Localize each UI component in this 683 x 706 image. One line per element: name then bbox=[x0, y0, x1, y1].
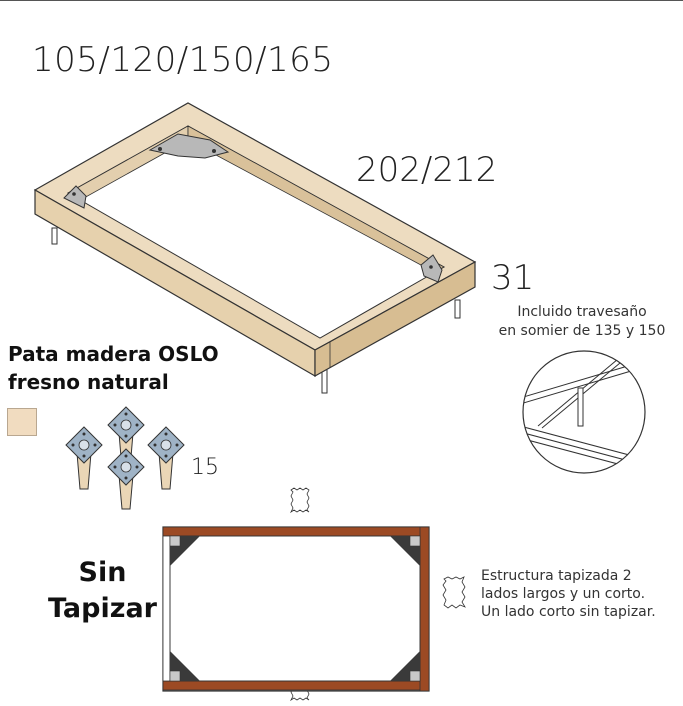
crossbar-note: Incluido travesaño en somier de 135 y 15… bbox=[480, 303, 683, 341]
crossbar-detail-circle bbox=[522, 350, 646, 474]
top-divider bbox=[0, 0, 683, 1]
bed-frame-illustration bbox=[33, 102, 477, 394]
wooden-legs-illustration bbox=[65, 406, 185, 510]
leg-icon bbox=[107, 448, 145, 510]
upholstery-top-view bbox=[162, 526, 430, 692]
leg-title-line1: Pata madera OSLO bbox=[8, 342, 219, 366]
crossbar-note-line1: Incluido travesaño bbox=[517, 304, 647, 320]
length-dimensions-label: 202/212 bbox=[356, 150, 498, 190]
upholstery-status-label: Sin Tapizar bbox=[40, 555, 165, 627]
leg-height-label: 15 bbox=[191, 455, 219, 480]
status-line1: Sin bbox=[78, 557, 127, 588]
upholstery-description: Estructura tapizada 2 lados largos y un … bbox=[481, 567, 683, 621]
ash-wood-swatch bbox=[7, 408, 37, 436]
description-line1: Estructura tapizada 2 bbox=[481, 568, 632, 584]
status-line2: Tapizar bbox=[48, 593, 157, 624]
crossbar-note-line2: en somier de 135 y 150 bbox=[498, 323, 666, 339]
leg-icon bbox=[147, 426, 185, 490]
width-dimensions-label: 105/120/150/165 bbox=[32, 40, 334, 80]
leg-icon bbox=[65, 426, 103, 490]
leg-model-title: Pata madera OSLO fresno natural bbox=[8, 340, 219, 396]
description-line3: Un lado corto sin tapizar. bbox=[481, 604, 656, 620]
fabric-marker-icon bbox=[290, 487, 310, 513]
height-dimension-label: 31 bbox=[491, 258, 535, 298]
leg-title-line2: fresno natural bbox=[8, 370, 169, 394]
description-line2: lados largos y un corto. bbox=[481, 586, 646, 602]
fabric-marker-icon bbox=[442, 576, 466, 609]
